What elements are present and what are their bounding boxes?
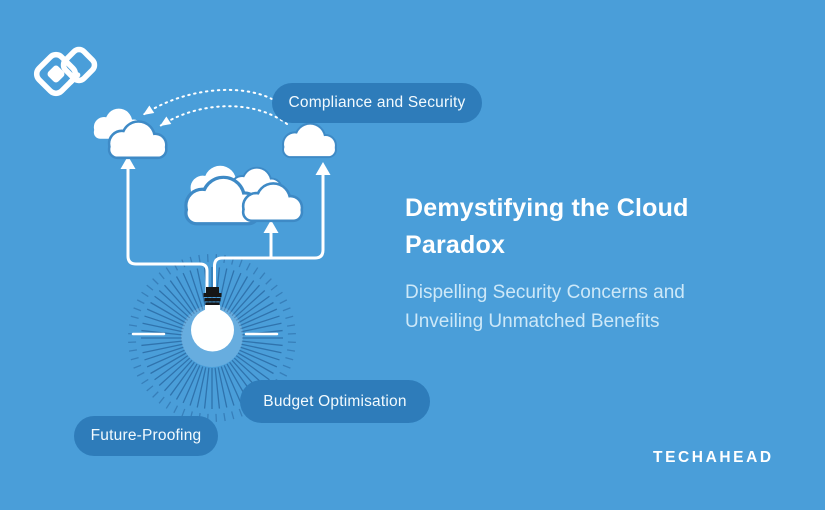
title-line-2: Paradox [405,231,506,259]
heading-block: Demystifying the Cloud Paradox Dispellin… [405,190,735,336]
lightbulb-icon [181,287,243,367]
arrowhead-icon [160,116,172,126]
subtitle-line-2: Unveiling Unmatched Benefits [405,311,660,332]
subtitle-line-1: Dispelling Security Concerns and [405,282,685,303]
page-title: Demystifying the Cloud Paradox [405,190,735,264]
brand-wordmark: TECHAHEAD [653,449,774,466]
cloud-icon [284,124,335,157]
arrowhead-icon [143,105,155,115]
page-subtitle: Dispelling Security Concerns and Unveili… [405,278,735,336]
dashed-arrow-icon [142,89,273,116]
sunburst-rays-icon [128,254,296,422]
title-line-1: Demystifying the Cloud [405,194,689,222]
dashed-arrows [142,89,288,127]
up-arrow-icon [315,162,331,175]
flow-lines [126,166,325,294]
label-pill-compliance-and-security: Compliance and Security [272,83,482,123]
dashed-arrow-icon [159,105,288,127]
up-arrow-icon [263,220,279,233]
interlocked-diamonds-icon [33,46,98,97]
label-pill-future-proofing: Future-Proofing [74,416,218,456]
label-pill-budget-optimisation: Budget Optimisation [240,380,430,423]
up-arrow-icons [120,156,331,233]
up-arrow-icon [120,156,136,169]
